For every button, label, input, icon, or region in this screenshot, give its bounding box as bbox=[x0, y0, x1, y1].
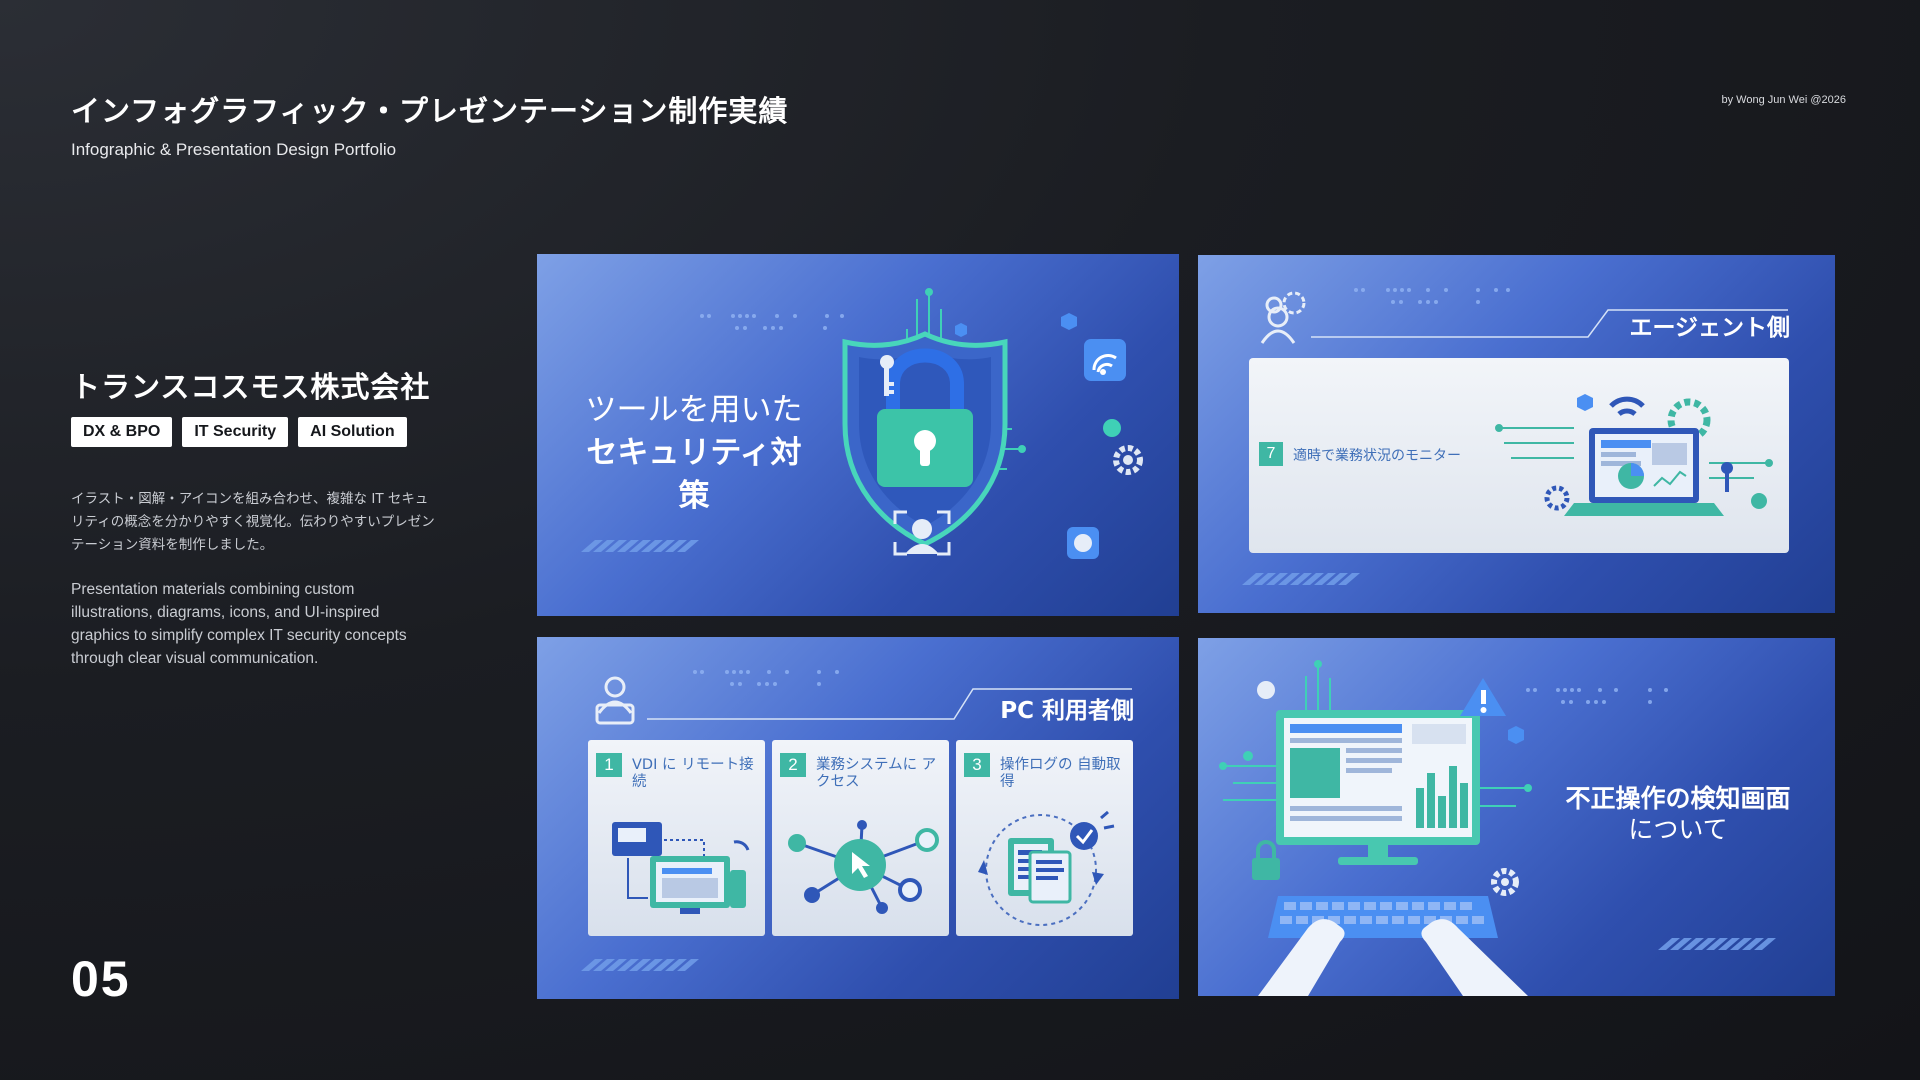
gear-icon bbox=[1491, 868, 1519, 896]
network-hub-icon bbox=[788, 820, 939, 914]
description-english: Presentation materials combining custom … bbox=[71, 581, 407, 667]
page-number: 05 bbox=[71, 951, 131, 1007]
globe-icon bbox=[1257, 681, 1275, 699]
slide-pc-user-side: PC 利用者側 1 VDI に リモート接続 2 業務システムに アクセス bbox=[537, 637, 1179, 999]
category-tags: DX & BPO IT Security AI Solution bbox=[71, 417, 407, 447]
tag-ai-solution: AI Solution bbox=[298, 417, 407, 447]
slide-heading: PC 利用者側 bbox=[1000, 698, 1134, 724]
slide-decoration bbox=[1219, 660, 1776, 996]
hexagon-decoration bbox=[1508, 726, 1524, 744]
step-number: 1 bbox=[596, 753, 622, 777]
heading-line bbox=[647, 688, 1132, 720]
shield-lock-icon bbox=[842, 331, 1008, 547]
slide-title: ツールを用いた セキュリティ対策 bbox=[579, 389, 809, 518]
step-card-vdi: 1 VDI に リモート接続 bbox=[588, 740, 765, 936]
dot-pattern-decoration bbox=[700, 314, 844, 330]
user-scan-icon bbox=[893, 510, 951, 556]
stripe-decoration bbox=[1658, 938, 1776, 950]
step-panel: 7 適時で業務状況のモニター bbox=[1249, 358, 1789, 553]
key-icon bbox=[880, 355, 894, 396]
heading-line bbox=[1311, 309, 1788, 338]
page-title: インフォグラフィック・プレゼンテーション制作実績 bbox=[71, 94, 789, 128]
padlock-icon bbox=[1252, 840, 1280, 880]
keyboard-hands-icon bbox=[1258, 896, 1528, 996]
author-credit: by Wong Jun Wei @2026 bbox=[1721, 94, 1847, 106]
laptop-dashboard-icon bbox=[1495, 394, 1773, 516]
step-card-system-access: 2 業務システムに アクセス bbox=[772, 740, 949, 936]
monitor-chart-icon bbox=[1276, 710, 1480, 865]
document-log-icon bbox=[978, 810, 1115, 926]
wifi-icon bbox=[1084, 339, 1126, 381]
slide-heading: エージェント側 bbox=[1629, 315, 1790, 341]
slide-title-line2: セキュリティ対策 bbox=[586, 435, 802, 514]
slide-title: 不正操作の検知画面 について bbox=[1553, 783, 1803, 845]
stripe-decoration bbox=[581, 540, 699, 552]
remote-desktop-icon bbox=[612, 822, 750, 914]
slide-security-tools: ツールを用いた セキュリティ対策 bbox=[537, 254, 1179, 616]
team-gear-icon bbox=[1260, 291, 1306, 344]
slide-agent-side: エージェント側 7 適時で業務状況のモニター bbox=[1198, 255, 1835, 613]
dot-pattern-decoration bbox=[1354, 288, 1510, 304]
dot-pattern-decoration bbox=[693, 670, 839, 686]
circuit-lines bbox=[1219, 660, 1532, 807]
description-japanese: イラスト・図解・アイコンを組み合わせ、複雑な IT セキュリティの概念を分かりや… bbox=[71, 491, 435, 553]
client-company-name: トランスコスモス株式会社 bbox=[71, 370, 431, 404]
slide-decoration bbox=[581, 670, 1132, 971]
step-number: 3 bbox=[964, 753, 990, 777]
stripe-decoration bbox=[581, 959, 699, 971]
step-number: 2 bbox=[780, 753, 806, 777]
dot-pattern-decoration bbox=[1526, 688, 1668, 704]
slide-title-line2: について bbox=[1628, 815, 1728, 844]
step-label: 適時で業務状況のモニター bbox=[1293, 448, 1461, 464]
gear-icon bbox=[1113, 445, 1143, 475]
slide-title-line1: ツールを用いた bbox=[585, 392, 803, 428]
page-subtitle: Infographic & Presentation Design Portfo… bbox=[71, 140, 397, 159]
slide-title-line1: 不正操作の検知画面 bbox=[1565, 784, 1791, 813]
slide-decoration bbox=[581, 288, 1143, 559]
tag-dx-bpo: DX & BPO bbox=[71, 417, 173, 447]
user-laptop-icon bbox=[595, 676, 635, 725]
hexagon-decoration bbox=[955, 313, 1121, 559]
step-label: 業務システムに アクセス bbox=[816, 757, 937, 790]
warning-icon bbox=[1460, 678, 1506, 716]
step-label: VDI に リモート接続 bbox=[632, 757, 754, 790]
tag-it-security: IT Security bbox=[182, 417, 289, 447]
step-card-log-capture: 3 操作ログの 自動取得 bbox=[956, 740, 1133, 936]
step-number: 7 bbox=[1259, 442, 1283, 466]
step-label: 操作ログの 自動取得 bbox=[1000, 757, 1121, 790]
stripe-decoration bbox=[1242, 573, 1360, 585]
slide-decoration bbox=[1242, 288, 1788, 585]
slide-fraud-detection: 不正操作の検知画面 について bbox=[1198, 638, 1835, 996]
